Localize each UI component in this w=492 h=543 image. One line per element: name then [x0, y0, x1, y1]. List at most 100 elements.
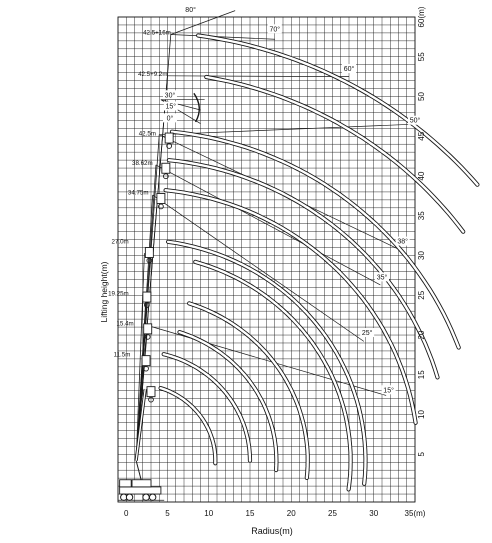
boom-length-label: 42.5+9.2m — [138, 71, 167, 78]
x-tick-label: 35(m) — [405, 509, 426, 518]
boom-length-label: 27.0m — [112, 239, 129, 246]
range-arc-inner — [178, 330, 278, 472]
range-arc-inner — [205, 75, 465, 233]
angle-label-background — [162, 90, 177, 100]
truck-chassis — [119, 486, 162, 495]
boom-line — [135, 295, 147, 461]
range-arc-outer — [196, 33, 480, 187]
working-range-arcs — [158, 33, 480, 492]
boom-head-block — [161, 162, 171, 174]
angle-label-background — [375, 272, 389, 282]
boom-angle-label: 70° — [269, 25, 280, 33]
angle-label-background — [381, 385, 396, 395]
hook-icon — [163, 173, 169, 180]
jib-line — [159, 123, 411, 136]
hook-icon — [144, 302, 150, 308]
range-arc-inner — [194, 260, 352, 491]
boom-head-block — [142, 291, 152, 303]
range-arc-inner — [166, 240, 367, 485]
jib-line — [170, 10, 236, 35]
boom-length-label: 19.25m — [108, 290, 129, 297]
boom-length-label: 15.4m — [116, 320, 133, 327]
boom-head-block — [156, 193, 166, 204]
y-tick-label: 40 — [417, 171, 426, 180]
angle-label-background — [267, 24, 282, 34]
angle-label-background — [163, 101, 178, 111]
boom-head-icons — [141, 132, 174, 403]
range-arc-outer — [193, 259, 353, 492]
jib-line — [155, 164, 381, 286]
boom-foot — [135, 460, 142, 480]
boom-length-label: 11.5m — [114, 352, 131, 359]
boom-line — [135, 253, 145, 461]
x-tick-label: 20 — [287, 509, 296, 518]
boom-angle-label: 25° — [362, 329, 373, 337]
boom-head-block — [146, 386, 156, 398]
hook-icon — [148, 396, 154, 403]
boom-head-block — [164, 132, 174, 144]
angle-label-background — [183, 5, 198, 15]
boom-head-block — [141, 355, 151, 367]
angle-label-background — [162, 113, 177, 123]
boom-angle-label: 0° — [167, 114, 174, 122]
boom-angle-label: 35° — [377, 273, 388, 281]
y-tick-label: 35 — [417, 211, 426, 220]
jib-line — [170, 34, 275, 40]
angle-label-background — [395, 236, 410, 246]
y-tick-label: 60(m) — [417, 6, 426, 27]
truck-wheel — [148, 493, 157, 501]
y-tick-label: 5 — [417, 452, 426, 457]
truck-wheel — [142, 493, 150, 501]
angle-label-background — [408, 115, 422, 125]
x-tick-label: 25 — [328, 509, 337, 518]
boom-angle-label: 60° — [344, 65, 355, 73]
jib-angle-arc — [193, 92, 200, 123]
crane-truck-icon — [118, 388, 165, 501]
jib-angle-ray — [160, 99, 201, 111]
range-arc-inner — [188, 302, 309, 480]
boom-head-block — [144, 247, 154, 258]
y-tick-label: 30 — [417, 251, 426, 260]
range-arc-inner — [164, 189, 417, 424]
boom-base-section-inner — [135, 389, 146, 461]
y-tick-label: 20 — [417, 330, 426, 339]
boom-angle-label: 15° — [166, 102, 177, 110]
hook-icon — [166, 143, 173, 149]
truck-wheel — [125, 493, 134, 501]
range-arc-inner — [197, 34, 479, 186]
x-axis-tick-labels: 0 5 10 15 20 25 30 35(m) — [124, 509, 426, 518]
hook-icon — [158, 203, 164, 210]
y-tick-label: 10 — [417, 410, 426, 419]
hook-icon — [146, 257, 153, 264]
boom-angle-label: 50° — [410, 117, 421, 125]
y-tick-label: 45 — [417, 131, 426, 140]
hook-icon — [144, 334, 151, 340]
x-tick-label: 10 — [204, 509, 213, 518]
x-tick-label: 30 — [369, 509, 378, 518]
y-axis-title: Lifting height(m) — [99, 261, 109, 322]
angle-label-background — [342, 64, 356, 74]
truck-cab — [119, 479, 132, 488]
boom-length-label: 34.75m — [128, 189, 149, 196]
boom-length-label: 42.5+16m — [143, 29, 171, 36]
boom-length-label: 38.62m — [132, 160, 153, 167]
range-arc-inner — [170, 130, 460, 349]
truck-superstructure — [131, 479, 152, 488]
boom-length-label: 42.5m — [139, 130, 156, 137]
range-arc-inner — [159, 386, 217, 465]
jib-line — [152, 194, 365, 342]
boom-angle-label: 80° — [185, 6, 196, 14]
boom-angle-label: 30° — [165, 91, 176, 99]
boom-head-block — [143, 323, 153, 335]
range-arc-inner — [162, 353, 252, 462]
x-axis-title: Radius(m) — [251, 526, 293, 536]
y-tick-label: 50 — [417, 92, 426, 101]
y-tick-label: 55 — [417, 52, 426, 61]
jib-line — [167, 75, 350, 77]
x-tick-label: 5 — [165, 509, 170, 518]
x-tick-label: 0 — [124, 509, 129, 518]
x-tick-label: 15 — [246, 509, 255, 518]
range-arc-inner — [167, 159, 439, 379]
angle-label-background — [360, 328, 375, 338]
